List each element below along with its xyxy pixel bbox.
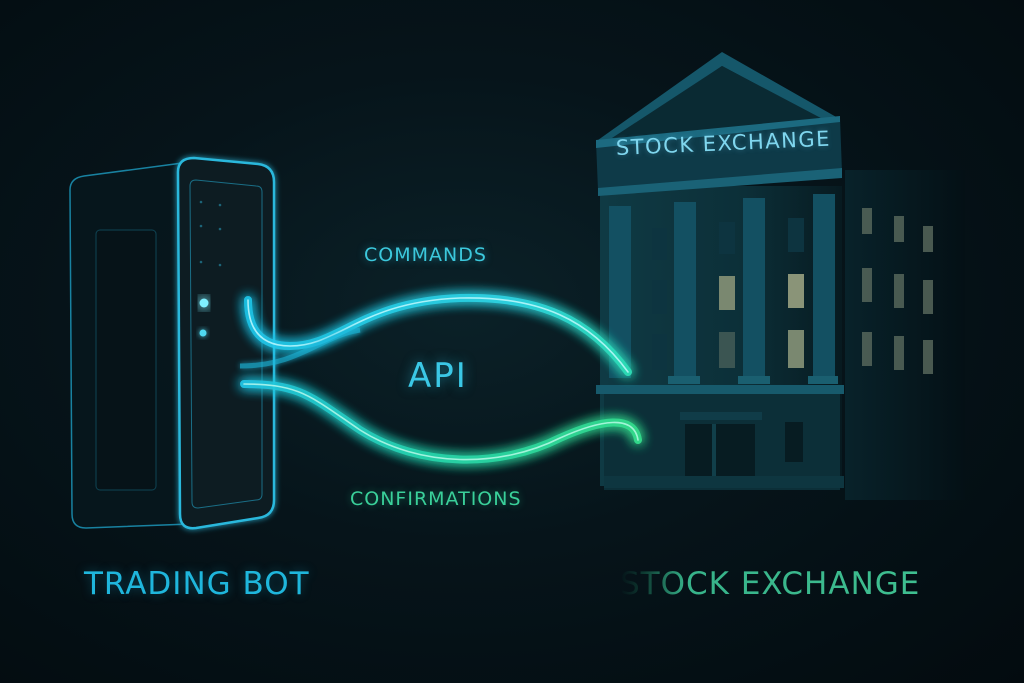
building-ledge <box>596 385 844 394</box>
building-steps <box>604 476 844 488</box>
server-front-inset <box>189 179 263 509</box>
column-bases <box>668 376 838 384</box>
trading-bot-server <box>69 156 276 530</box>
api-label: API <box>408 356 468 396</box>
trading-bot-label: TRADING BOT <box>84 566 310 602</box>
stock-exchange-label: STOCK EXCHANGE <box>620 566 921 602</box>
pediment-inner <box>612 66 836 138</box>
confirmations-label: CONFIRMATIONS <box>350 488 522 510</box>
power-led-icon <box>199 329 207 337</box>
building-columns <box>609 194 835 378</box>
building-entrance <box>685 424 755 486</box>
status-led-icon <box>199 298 209 308</box>
server-front-panel <box>176 156 276 530</box>
stock-exchange-building <box>596 52 965 500</box>
commands-flow-core <box>247 297 629 373</box>
sign-bottom-ledge <box>598 168 842 196</box>
commands-label: COMMANDS <box>364 244 487 266</box>
side-windows <box>862 208 933 374</box>
api-connection <box>239 293 642 464</box>
commands-flow-branch <box>239 327 361 369</box>
sign-top-ledge <box>596 116 840 148</box>
server-side-inset <box>95 229 157 491</box>
server-vent-dots <box>199 200 222 267</box>
facade-windows <box>652 218 804 370</box>
confirmations-flow-core <box>243 383 639 461</box>
